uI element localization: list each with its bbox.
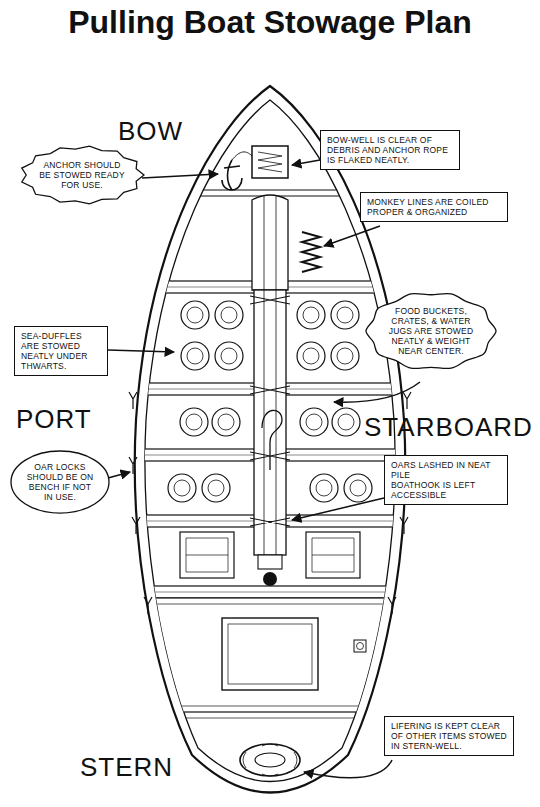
- callout-box: MONKEY LINES ARE COILED PROPER & ORGANIZ…: [360, 192, 508, 222]
- leader-arrow: [292, 160, 320, 165]
- leader-arrow: [292, 498, 384, 520]
- diagram-title: Pulling Boat Stowage Plan: [0, 4, 540, 41]
- hatch-inner: [228, 624, 312, 684]
- flaked-rope: [258, 152, 282, 172]
- callout-text: FOOD BUCKETS, CRATES, & WATER JUGS ARE S…: [384, 306, 478, 356]
- callout-text: OARS LASHED IN NEAT PILE: [391, 460, 501, 480]
- light-lens: [357, 643, 364, 650]
- callout-text: ANCHOR SHOULD BE STOWED READY FOR USE.: [38, 160, 126, 190]
- hatch: [222, 618, 318, 690]
- leader-arrow: [334, 382, 420, 402]
- food-bucket: [297, 301, 325, 329]
- callout-box: ANCHOR SHOULD BE STOWED READY FOR USE.: [18, 144, 146, 206]
- food-bucket: [168, 474, 196, 502]
- hull-interior: [120, 190, 420, 718]
- callout-text: OAR LOCKS SHOULD BE ON BENCH IF NOT IN U…: [24, 462, 96, 502]
- food-bucket: [215, 342, 243, 370]
- leader-arrow: [304, 760, 392, 778]
- boathook: [262, 410, 282, 470]
- food-bucket: [215, 301, 243, 329]
- food-bucket: [300, 408, 328, 436]
- food-bucket: [297, 342, 325, 370]
- anchor-rope: [232, 152, 252, 160]
- lifering: [240, 744, 300, 776]
- oar-blades: [252, 195, 288, 290]
- food-bucket: [331, 301, 359, 329]
- oar-lashing: [250, 296, 290, 526]
- food-bucket: [331, 342, 359, 370]
- callout-text: SEA-DUFFLES ARE STOWED NEATLY UNDER THWA…: [21, 331, 101, 371]
- food-bucket: [344, 474, 372, 502]
- direction-label: PORT: [16, 404, 92, 435]
- direction-label: STARBOARD: [364, 412, 533, 443]
- direction-label: BOW: [118, 116, 183, 147]
- leader-arrow: [142, 174, 218, 178]
- callout-box: OARS LASHED IN NEAT PILEBOATHOOK IS LEFT…: [384, 455, 508, 505]
- oval-outline: [11, 451, 109, 513]
- food-bucket: [181, 342, 209, 370]
- food-bucket: [332, 408, 360, 436]
- anchor: [222, 160, 242, 190]
- oar-shaft-line: [264, 290, 276, 555]
- oar-shafts: [254, 290, 286, 555]
- stern-sheets: [120, 598, 420, 712]
- food-bucket: [180, 408, 208, 436]
- light-box: [354, 640, 366, 652]
- direction-label: STERN: [80, 752, 173, 783]
- lifering-rope: [243, 744, 297, 776]
- lifering-hole: [255, 753, 285, 767]
- callout-box: OAR LOCKS SHOULD BE ON BENCH IF NOT IN U…: [10, 450, 110, 514]
- leader-arrow: [108, 472, 130, 478]
- callout-text: LIFERING IS KEPT CLEAR OF OTHER ITEMS ST…: [391, 721, 507, 751]
- burst-outline: [22, 146, 144, 204]
- mast-step: [263, 572, 277, 586]
- leader-arrow: [324, 226, 380, 246]
- callout-text: BOATHOOK IS LEFT ACCESSIBLE: [391, 480, 501, 500]
- oar-blade-edge: [264, 196, 276, 290]
- cloud-outline: [366, 294, 496, 369]
- callout-text: MONKEY LINES ARE COILED PROPER & ORGANIZ…: [367, 197, 501, 217]
- callout-box: SEA-DUFFLES ARE STOWED NEATLY UNDER THWA…: [14, 326, 108, 376]
- leader-arrow: [108, 350, 174, 352]
- stern-deck-line: [120, 604, 420, 718]
- bow-well: [252, 146, 288, 178]
- food-bucket: [202, 474, 230, 502]
- callout-box: FOOD BUCKETS, CRATES, & WATER JUGS ARE S…: [364, 290, 498, 372]
- callout-box: BOW-WELL IS CLEAR OF DEBRIS AND ANCHOR R…: [320, 130, 460, 170]
- callout-text: BOW-WELL IS CLEAR OF DEBRIS AND ANCHOR R…: [327, 135, 453, 165]
- callout-box: LIFERING IS KEPT CLEAR OF OTHER ITEMS ST…: [384, 716, 514, 756]
- oar-handles: [258, 555, 282, 569]
- food-bucket: [310, 474, 338, 502]
- food-bucket: [212, 408, 240, 436]
- food-bucket: [181, 301, 209, 329]
- monkey-line-coil: [302, 232, 320, 272]
